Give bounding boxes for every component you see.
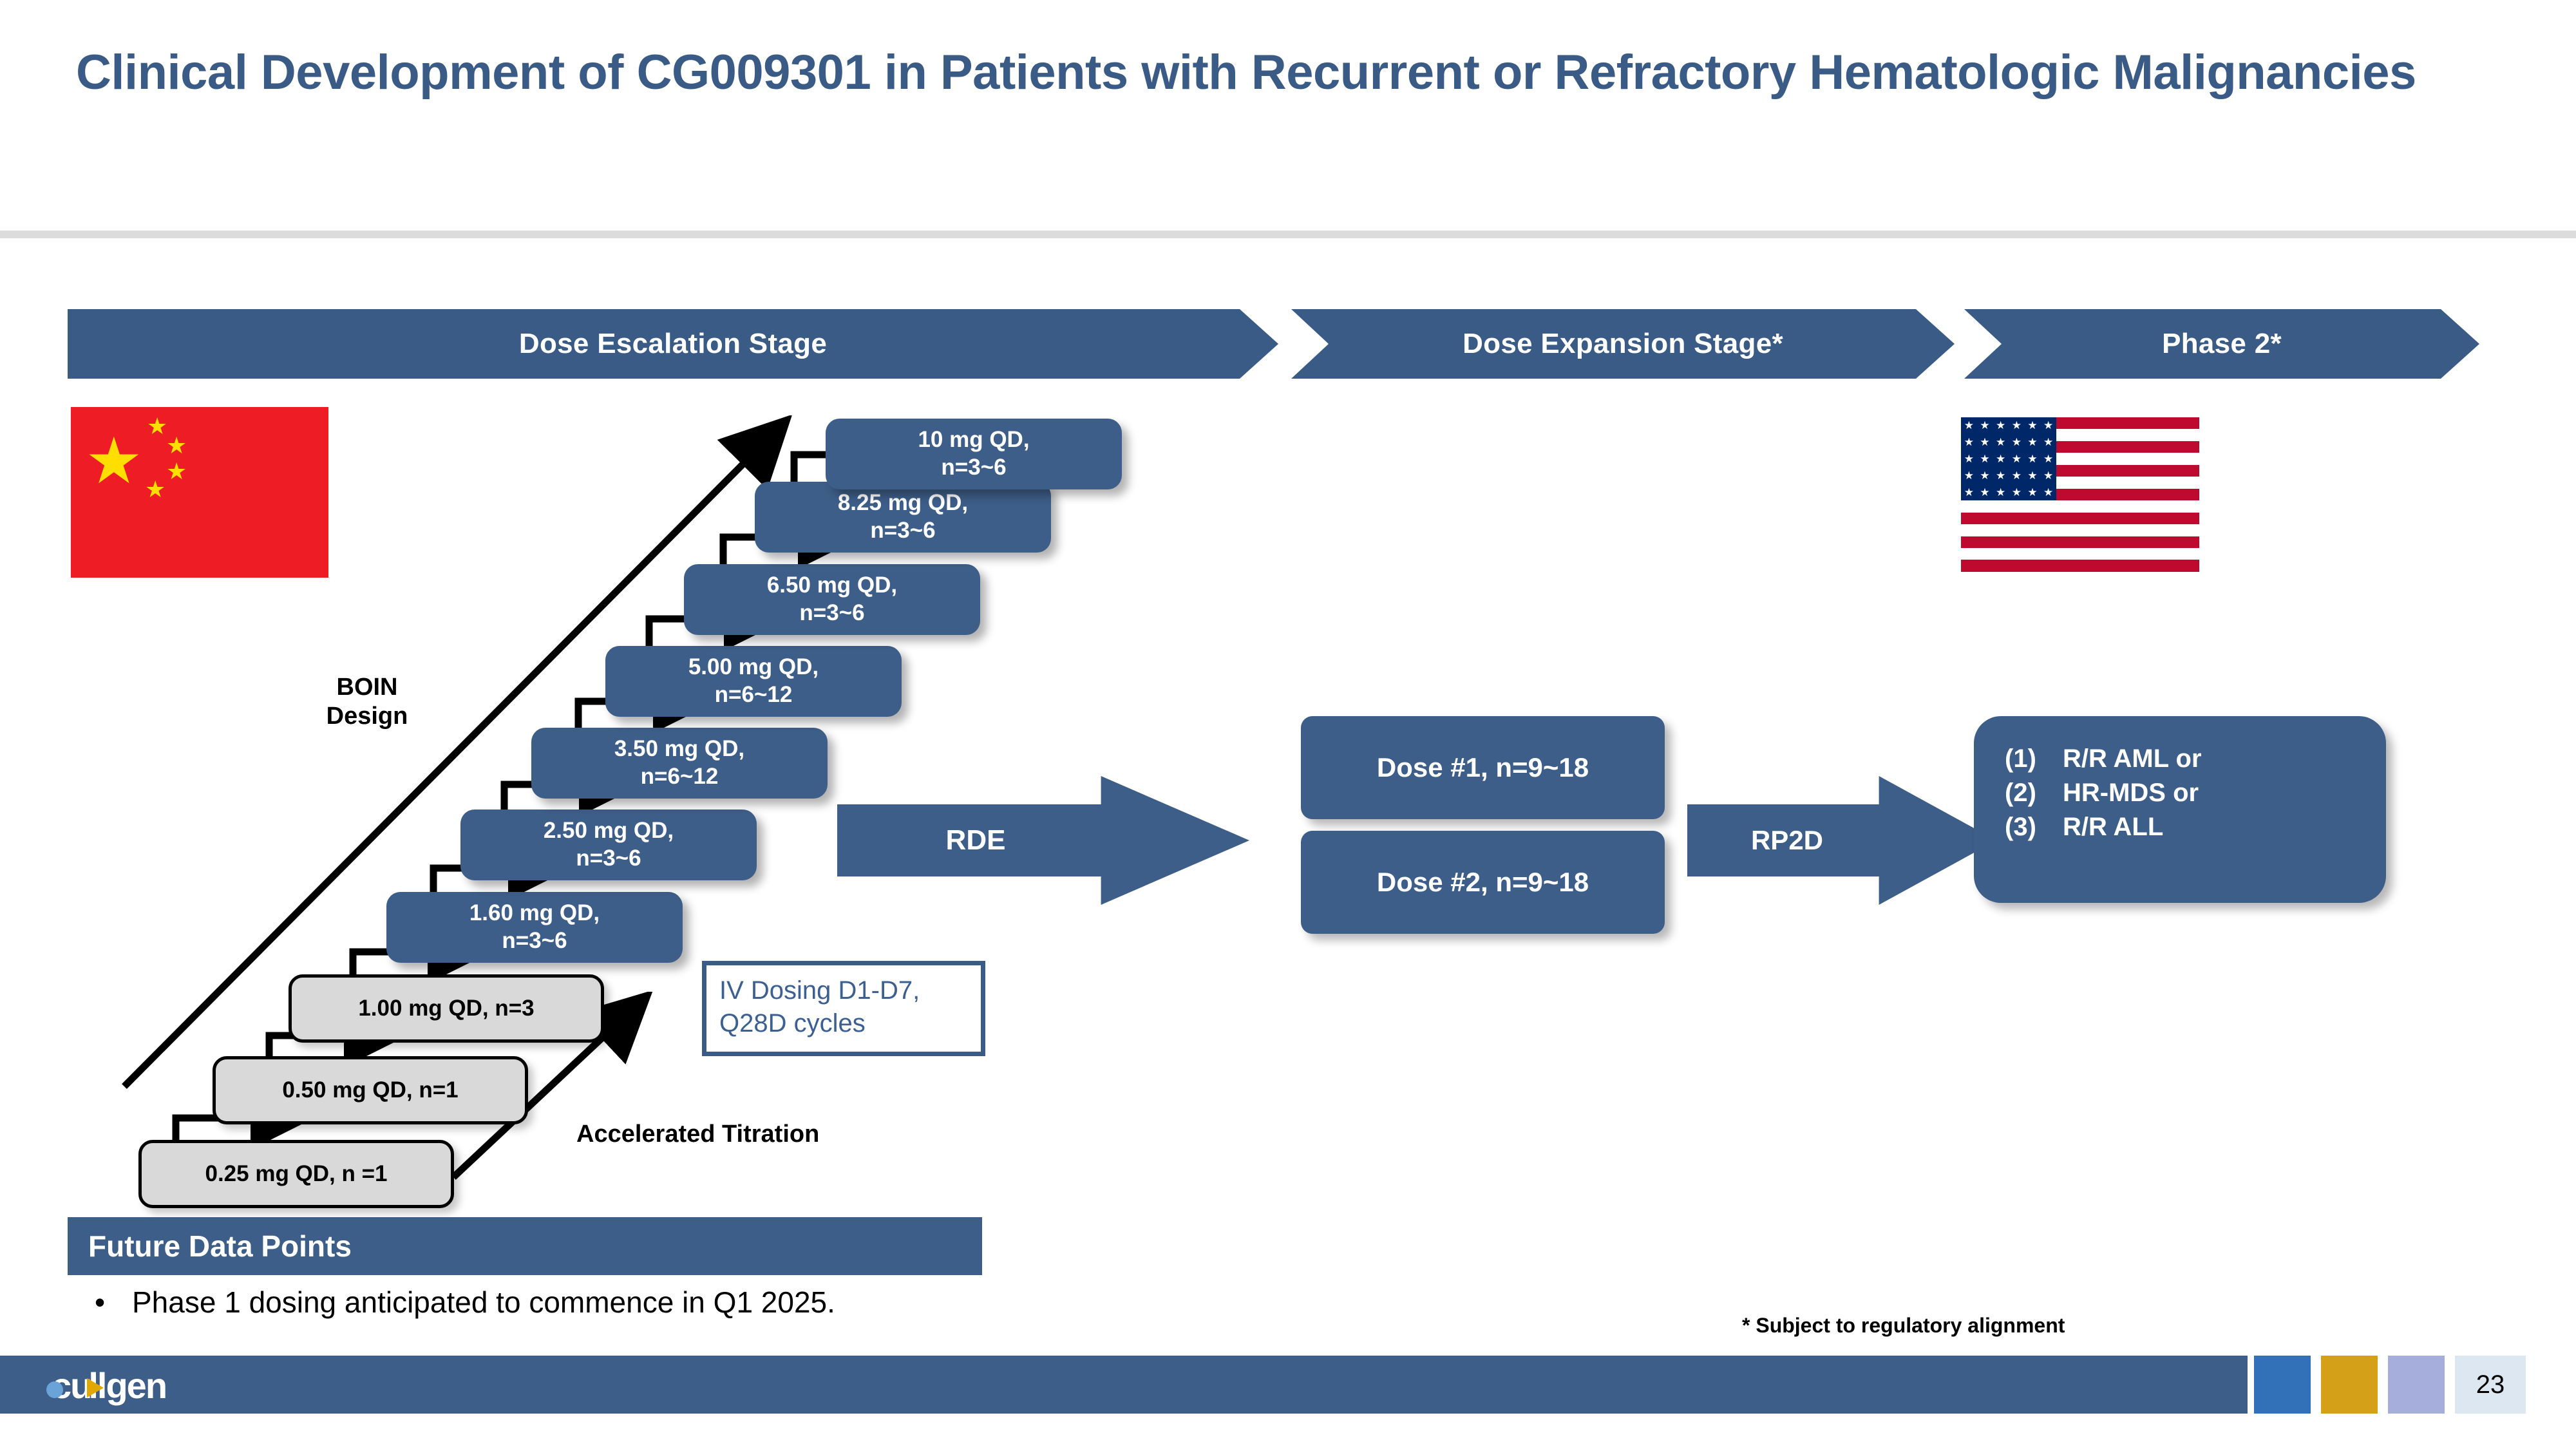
stage-label: Phase 2*	[2162, 328, 2282, 359]
usa-flag-icon: ★★★★★★ ★★★★★★ ★★★★★★ ★★★★★★ ★★★★★★	[1961, 417, 2199, 572]
dose-level-box[interactable]: 1.00 mg QD, n=3	[289, 974, 604, 1043]
rp2d-transition-arrow: RP2D	[1687, 776, 1996, 905]
iv-dosing-callout: IV Dosing D1-D7, Q28D cycles	[702, 961, 985, 1056]
dose-level-box[interactable]: 5.00 mg QD, n=6~12	[605, 646, 902, 717]
population-row: (2) HR-MDS or	[2005, 778, 2199, 807]
usa-flag-canton: ★★★★★★ ★★★★★★ ★★★★★★ ★★★★★★ ★★★★★★	[1961, 417, 2056, 500]
rp2d-label: RP2D	[1750, 825, 1824, 855]
stage-banner-dose-escalation: Dose Escalation Stage	[68, 309, 1278, 379]
rde-label: RDE	[945, 824, 1006, 856]
dose-level-box[interactable]: 1.60 mg QD, n=3~6	[386, 892, 683, 963]
bullet-marker-icon: •	[94, 1285, 106, 1319]
footer-bar	[0, 1356, 2248, 1414]
dose-level-box[interactable]: 6.50 mg QD, n=3~6	[684, 564, 980, 635]
footer-swatch-blue	[2254, 1356, 2311, 1414]
phase2-population-box[interactable]: (1) R/R AML or (2) HR-MDS or (3) R/R ALL	[1974, 716, 2386, 903]
dose-level-box[interactable]: 8.25 mg QD, n=3~6	[755, 482, 1051, 553]
stage-banner-dose-expansion: Dose Expansion Stage*	[1291, 309, 1955, 379]
expansion-dose-box[interactable]: Dose #1, n=9~18	[1301, 716, 1665, 819]
dose-level-box[interactable]: 0.50 mg QD, n=1	[213, 1056, 528, 1124]
dose-level-box[interactable]: 0.25 mg QD, n =1	[138, 1140, 454, 1208]
footnote-text: * Subject to regulatory alignment	[1742, 1314, 2065, 1337]
future-data-points-bullet: • Phase 1 dosing anticipated to commence…	[68, 1285, 1484, 1320]
rde-transition-arrow: RDE	[837, 776, 1249, 905]
stage-label: Dose Expansion Stage*	[1463, 328, 1783, 359]
accelerated-titration-label: Accelerated Titration	[576, 1121, 820, 1148]
logo-sphere-icon	[46, 1381, 63, 1398]
stage-label: Dose Escalation Stage	[518, 328, 828, 359]
china-flag-icon: ★ ★ ★ ★ ★	[71, 407, 328, 578]
boin-design-label: BOIN Design	[326, 674, 408, 730]
page-title: Clinical Development of CG009301 in Pati…	[76, 45, 2416, 100]
page-number: 23	[2455, 1356, 2526, 1414]
future-data-points-heading: Future Data Points	[68, 1217, 982, 1275]
footer-swatch-gold	[2321, 1356, 2378, 1414]
population-row: (3) R/R ALL	[2005, 812, 2164, 841]
dose-level-box[interactable]: 2.50 mg QD, n=3~6	[460, 810, 757, 880]
population-row: (1) R/R AML or	[2005, 744, 2202, 773]
logo-arrow-icon	[87, 1378, 104, 1397]
expansion-dose-box[interactable]: Dose #2, n=9~18	[1301, 831, 1665, 934]
dose-level-box[interactable]: 3.50 mg QD, n=6~12	[531, 728, 828, 799]
stage-banner-phase-2: Phase 2*	[1964, 309, 2479, 379]
bullet-text: Phase 1 dosing anticipated to commence i…	[132, 1285, 835, 1319]
title-divider	[0, 231, 2576, 238]
footer-swatch-periwinkle	[2388, 1356, 2445, 1414]
dose-level-box[interactable]: 10 mg QD, n=3~6	[826, 419, 1122, 489]
